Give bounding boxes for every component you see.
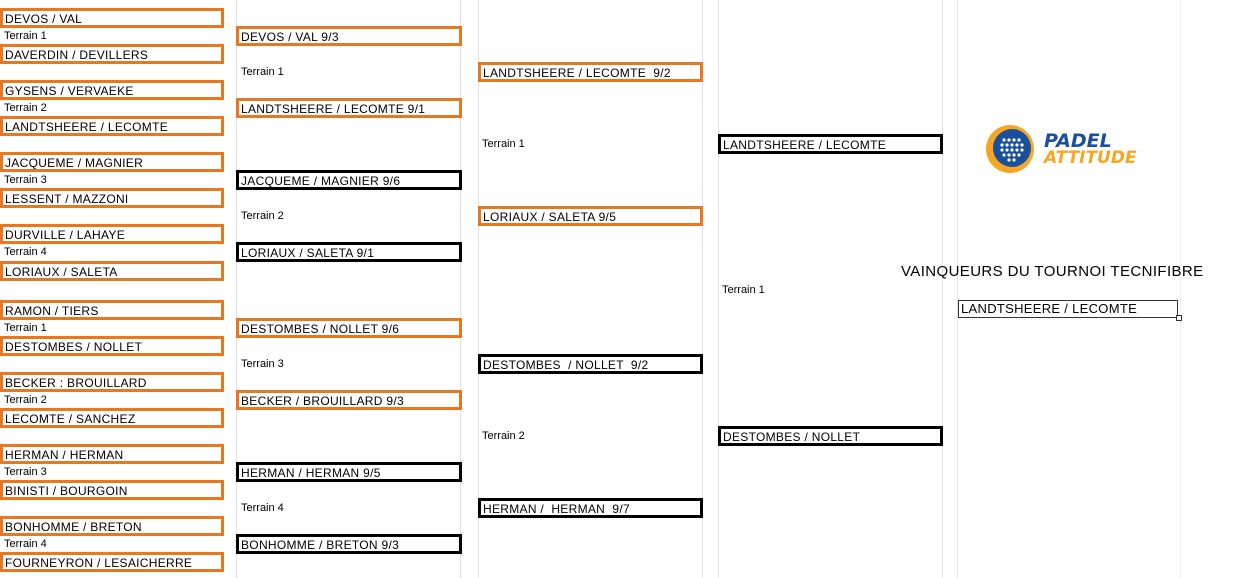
round3-pair[interactable]: HERMAN / HERMAN 9/7 [478, 498, 703, 518]
terrain-label: Terrain 2 [4, 102, 47, 114]
round1-pair[interactable]: LECOMTE / SANCHEZ [0, 408, 224, 428]
terrain-label: Terrain 1 [4, 322, 47, 334]
round1-pair[interactable]: RAMON / TIERS [0, 300, 224, 320]
terrain-label: Terrain 1 [4, 30, 47, 42]
round1-pair[interactable]: LESSENT / MAZZONI [0, 188, 224, 208]
logo-line1: PADEL [1044, 130, 1112, 152]
round1-pair[interactable]: BINISTI / BOURGOIN [0, 480, 224, 500]
round1-pair[interactable]: HERMAN / HERMAN [0, 444, 224, 464]
terrain-label: Terrain 3 [4, 466, 47, 478]
round1-pair[interactable]: JACQUEME / MAGNIER [0, 152, 224, 172]
round1-pair[interactable]: DESTOMBES / NOLLET [0, 336, 224, 356]
terrain-label: Terrain 2 [4, 394, 47, 406]
padel-attitude-logo: PADEL ATTITUDE [984, 124, 1164, 174]
terrain-label: Terrain 4 [4, 538, 47, 550]
round2-pair[interactable]: BECKER / BROUILLARD 9/3 [236, 390, 462, 410]
terrain-label: Terrain 3 [241, 358, 284, 370]
terrain-label: Terrain 4 [4, 246, 47, 258]
terrain-label: Terrain 3 [4, 174, 47, 186]
padel-ball-icon [986, 125, 1034, 173]
round3-pair[interactable]: LANDTSHEERE / LECOMTE 9/2 [478, 62, 703, 82]
terrain-label: Terrain 4 [241, 502, 284, 514]
round2-pair[interactable]: DESTOMBES / NOLLET 9/6 [236, 318, 462, 338]
column-gridline [702, 0, 703, 578]
column-gridline [718, 0, 719, 578]
round1-pair[interactable]: BONHOMME / BRETON [0, 516, 224, 536]
column-gridline [1180, 0, 1181, 578]
column-gridline [460, 0, 461, 578]
round1-pair[interactable]: FOURNEYRON / LESAICHERRE [0, 552, 224, 572]
round1-pair[interactable]: DURVILLE / LAHAYE [0, 224, 224, 244]
cell-resize-handle[interactable] [1176, 315, 1182, 321]
round2-pair[interactable]: LANDTSHEERE / LECOMTE 9/1 [236, 98, 462, 118]
terrain-label: Terrain 2 [482, 430, 525, 442]
round1-pair[interactable]: LORIAUX / SALETA [0, 261, 224, 281]
final-pair[interactable]: DESTOMBES / NOLLET [718, 426, 943, 446]
round2-pair[interactable]: HERMAN / HERMAN 9/5 [236, 462, 462, 482]
round2-pair[interactable]: LORIAUX / SALETA 9/1 [236, 242, 462, 262]
round1-pair[interactable]: BECKER : BROUILLARD [0, 372, 224, 392]
terrain-label: Terrain 1 [482, 138, 525, 150]
winner-pair[interactable]: LANDTSHEERE / LECOMTE [958, 300, 1178, 318]
final-pair[interactable]: LANDTSHEERE / LECOMTE [718, 134, 943, 154]
round2-pair[interactable]: DEVOS / VAL 9/3 [236, 26, 462, 46]
round2-pair[interactable]: JACQUEME / MAGNIER 9/6 [236, 170, 462, 190]
column-gridline [942, 0, 943, 578]
column-gridline [236, 0, 237, 578]
terrain-label: Terrain 1 [241, 66, 284, 78]
round1-pair[interactable]: LANDTSHEERE / LECOMTE [0, 116, 224, 136]
winner-title: VAINQUEURS DU TOURNOI TECNIFIBRE [901, 263, 1204, 280]
round3-pair[interactable]: DESTOMBES / NOLLET 9/2 [478, 354, 703, 374]
column-gridline [478, 0, 479, 578]
column-gridline [957, 0, 958, 578]
round3-pair[interactable]: LORIAUX / SALETA 9/5 [478, 206, 703, 226]
logo-line2: ATTITUDE [1044, 148, 1137, 168]
round1-pair[interactable]: GYSENS / VERVAEKE [0, 80, 224, 100]
terrain-label: Terrain 1 [722, 284, 765, 296]
round1-pair[interactable]: DAVERDIN / DEVILLERS [0, 44, 224, 64]
terrain-label: Terrain 2 [241, 210, 284, 222]
round2-pair[interactable]: BONHOMME / BRETON 9/3 [236, 534, 462, 554]
round1-pair[interactable]: DEVOS / VAL [0, 8, 224, 28]
